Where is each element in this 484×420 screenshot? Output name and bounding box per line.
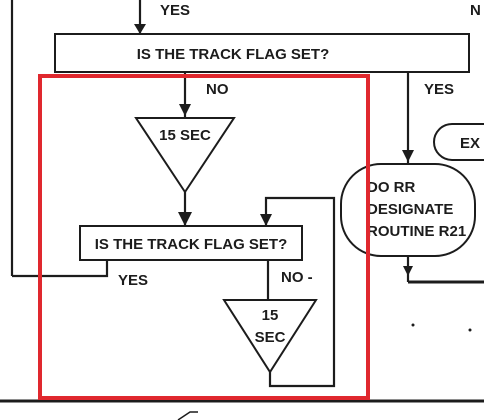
label-no-1: NO — [206, 81, 229, 98]
timer-triangle-1 — [134, 117, 236, 194]
decision-box-1 — [54, 33, 470, 73]
arrow-no-1 — [179, 104, 191, 116]
arrow-yes-right — [402, 150, 414, 162]
arrow-into-decision-1 — [134, 24, 146, 34]
partial-bottom-shape — [177, 411, 198, 420]
highlight-box — [38, 74, 370, 400]
label-yes-right: YES — [424, 81, 454, 98]
scan-speck-2 — [468, 328, 472, 332]
decision-2-text: IS THE TRACK FLAG SET? — [95, 236, 288, 253]
decision-box-2 — [79, 225, 303, 261]
arrow-loop-back — [260, 214, 272, 226]
exit-terminal-text: EX — [460, 135, 480, 152]
arrow-rr-exit — [403, 266, 413, 276]
label-no-2: NO - — [281, 269, 313, 286]
timer-2-text-line-2: SEC — [255, 329, 286, 346]
arrow-into-decision-2 — [178, 212, 192, 226]
decision-1-text: IS THE TRACK FLAG SET? — [137, 46, 330, 63]
timer-triangle-2 — [222, 299, 318, 374]
exit-terminal — [433, 123, 484, 161]
rr-line-2: DESIGNATE — [367, 201, 453, 218]
yes-branch-line-2 — [12, 260, 109, 278]
loop-back-line — [264, 196, 336, 388]
timer-2-text-line-1: 15 — [262, 307, 279, 324]
label-n-fragment: N — [470, 2, 481, 19]
rr-line-1: DO RR — [367, 179, 416, 196]
label-yes-2: YES — [118, 272, 148, 289]
scan-speck-1 — [411, 323, 415, 327]
timer-1-text: 15 SEC — [159, 127, 211, 144]
rr-line-3: ROUTINE R21 — [367, 223, 466, 240]
label-yes-top: YES — [160, 2, 190, 19]
